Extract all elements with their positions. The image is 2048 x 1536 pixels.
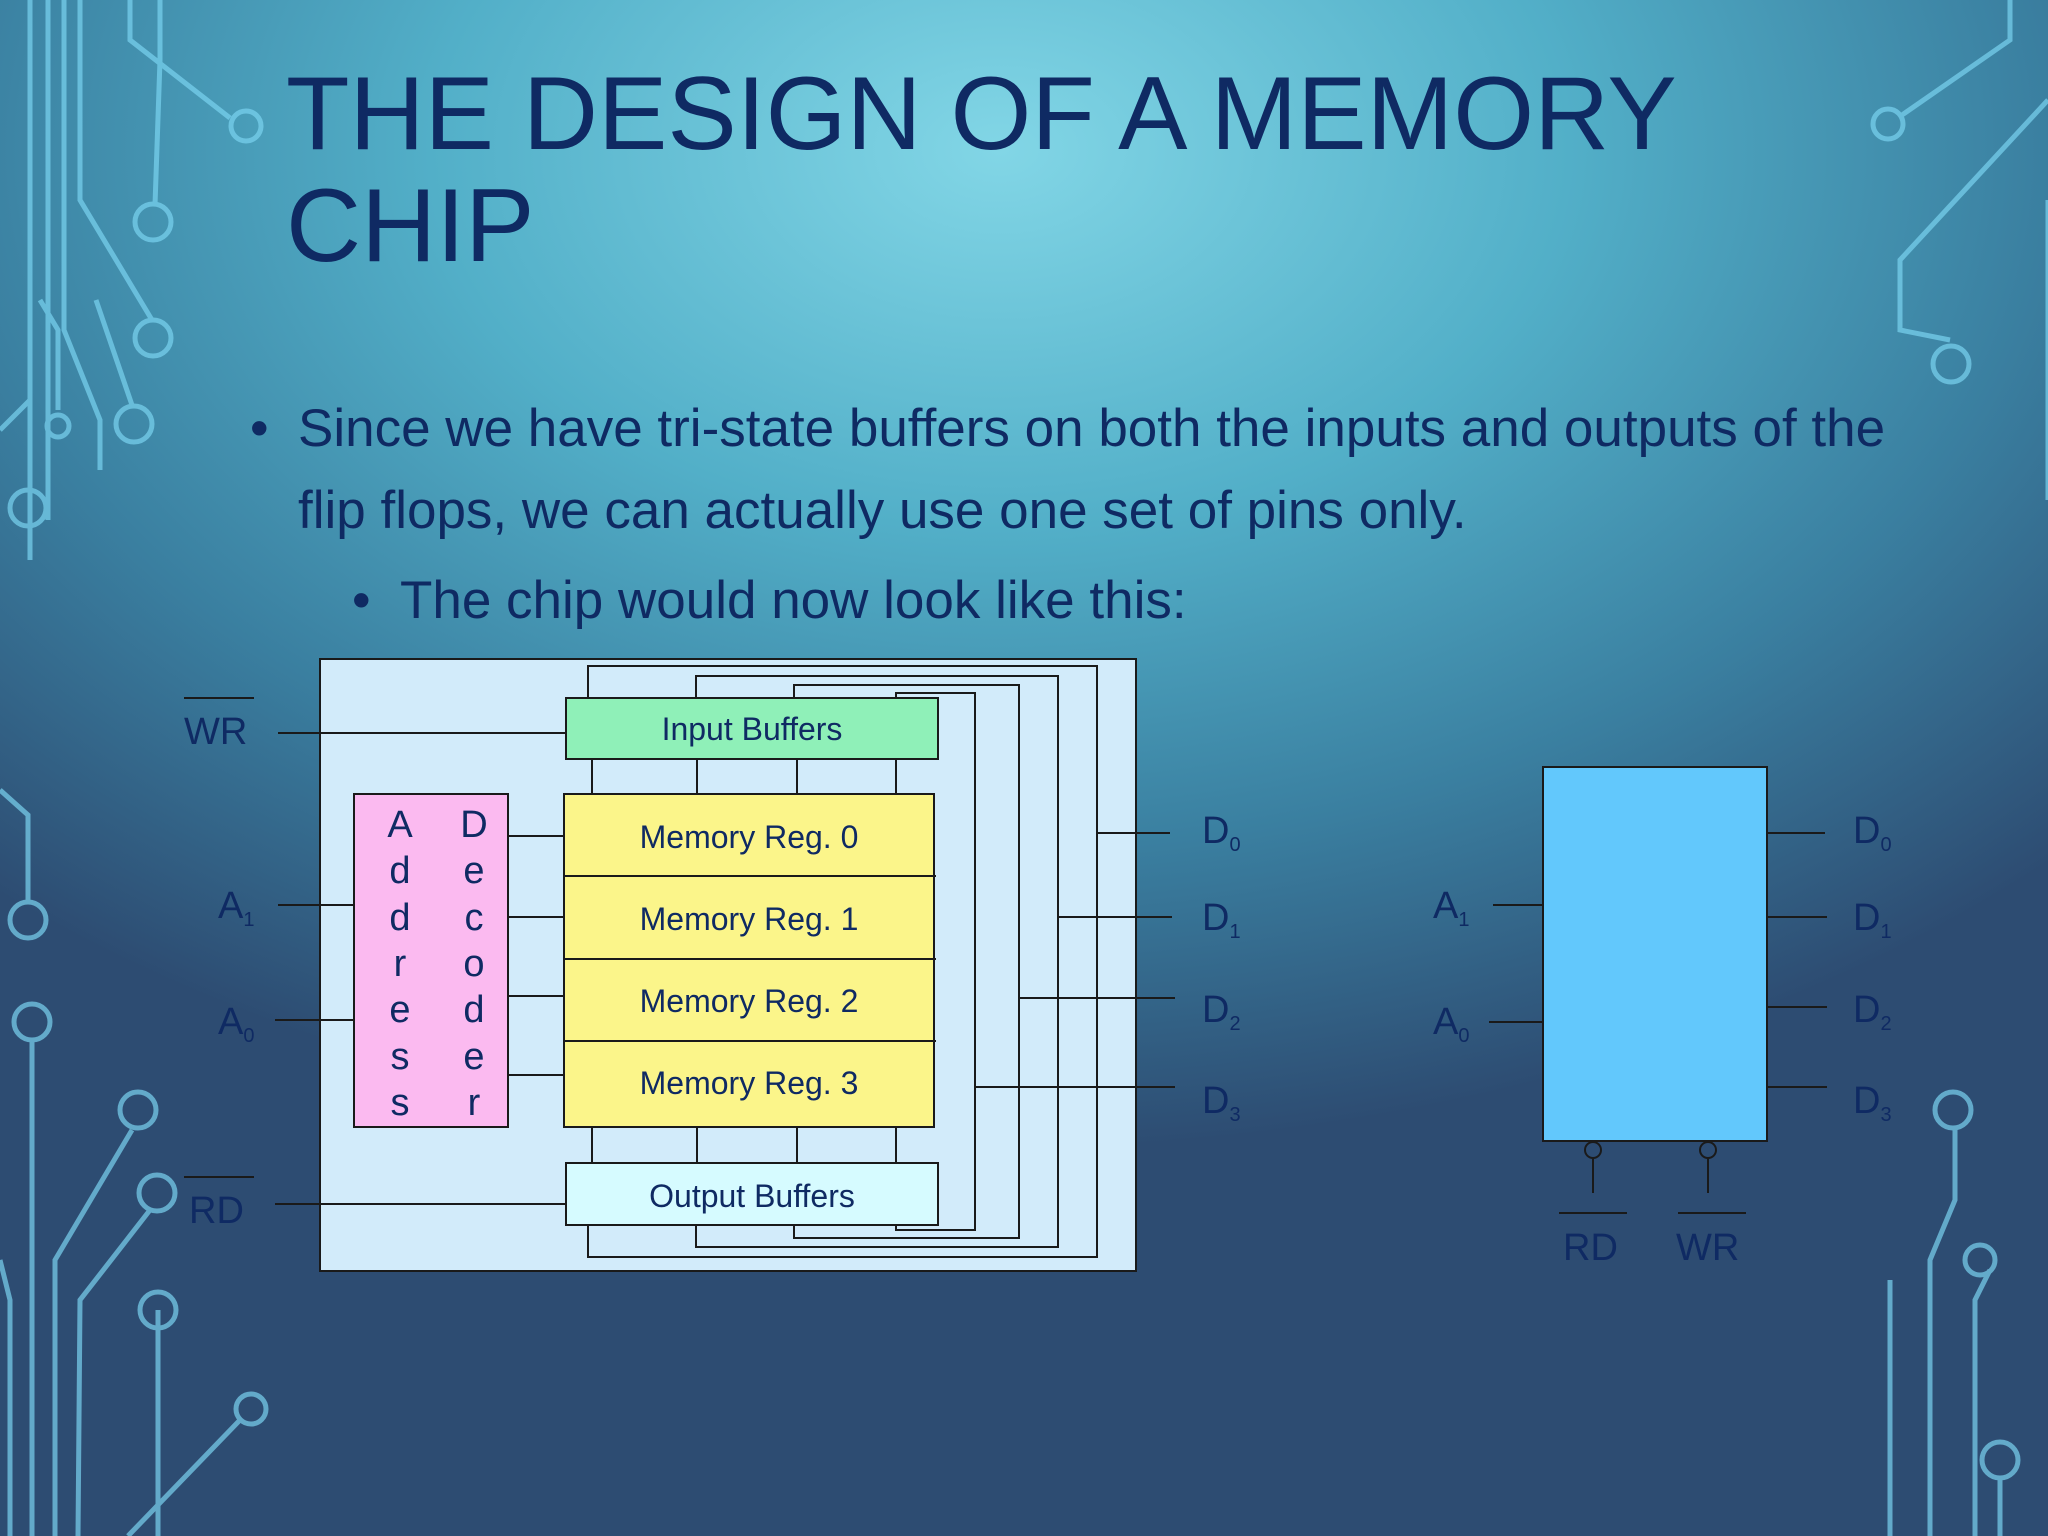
chip-block-body	[1542, 766, 1768, 1142]
rd-label: RD	[189, 1190, 244, 1232]
block-a1-label: A1	[1433, 885, 1469, 931]
d2-label: D2	[1202, 989, 1241, 1035]
decoder-left-letter: A	[387, 804, 413, 846]
wr-label: WR	[184, 711, 247, 753]
decoder-right-letter: D	[460, 804, 487, 846]
block-d2-label: D2	[1853, 989, 1892, 1035]
decoder-left-letter: r	[394, 943, 407, 985]
output-buffers-block	[565, 1162, 939, 1226]
input-buffers-block	[565, 697, 939, 760]
decoder-right-letter: o	[463, 943, 484, 985]
block-rd-label: RD	[1563, 1227, 1618, 1269]
decoder-right-letter: c	[465, 897, 484, 939]
address-decoder-block	[353, 793, 509, 1128]
memory-register-3: Memory Reg. 3	[640, 1065, 859, 1101]
decoder-left-letter: s	[391, 1036, 410, 1078]
d0-label: D0	[1202, 810, 1241, 856]
chip-block-pins	[1489, 832, 1827, 1214]
decoder-left-letter: s	[391, 1082, 410, 1124]
decoder-left-letter: d	[389, 897, 410, 939]
a1-label: A1	[218, 885, 254, 931]
memory-register-2: Memory Reg. 2	[640, 983, 859, 1019]
a0-label: A0	[218, 1001, 254, 1047]
memory-registers-block	[563, 793, 935, 1128]
decoder-right-letter: e	[463, 850, 484, 892]
bullet-dot: •	[250, 399, 269, 458]
memory-register-1: Memory Reg. 1	[640, 901, 859, 937]
decoder-right-letter: d	[463, 989, 484, 1031]
memory-register-0: Memory Reg. 0	[640, 819, 859, 855]
block-d3-label: D3	[1853, 1080, 1892, 1126]
block-a0-label: A0	[1433, 1001, 1469, 1047]
bullet-2-text: The chip would now look like this:	[400, 571, 1187, 630]
slide-title: THE DESIGN OF A MEMORY CHIP	[286, 56, 1675, 284]
bullet-1-text: Since we have tri-state buffers on both …	[298, 399, 1886, 540]
decoder-right-letter: e	[463, 1036, 484, 1078]
block-wr-label: WR	[1676, 1227, 1739, 1269]
output-buffers-label: Output Buffers	[649, 1178, 855, 1214]
decoder-left-letter: d	[389, 850, 410, 892]
decoder-left-letter: e	[389, 989, 410, 1031]
bullet-dot: •	[352, 571, 371, 630]
block-d0-label: D0	[1853, 810, 1892, 856]
d1-label: D1	[1202, 897, 1241, 943]
block-d1-label: D1	[1853, 897, 1892, 943]
decoder-right-letter: r	[468, 1082, 481, 1124]
d3-label: D3	[1202, 1080, 1241, 1126]
input-buffers-label: Input Buffers	[662, 711, 843, 747]
data-bus-wires	[184, 665, 1175, 1258]
